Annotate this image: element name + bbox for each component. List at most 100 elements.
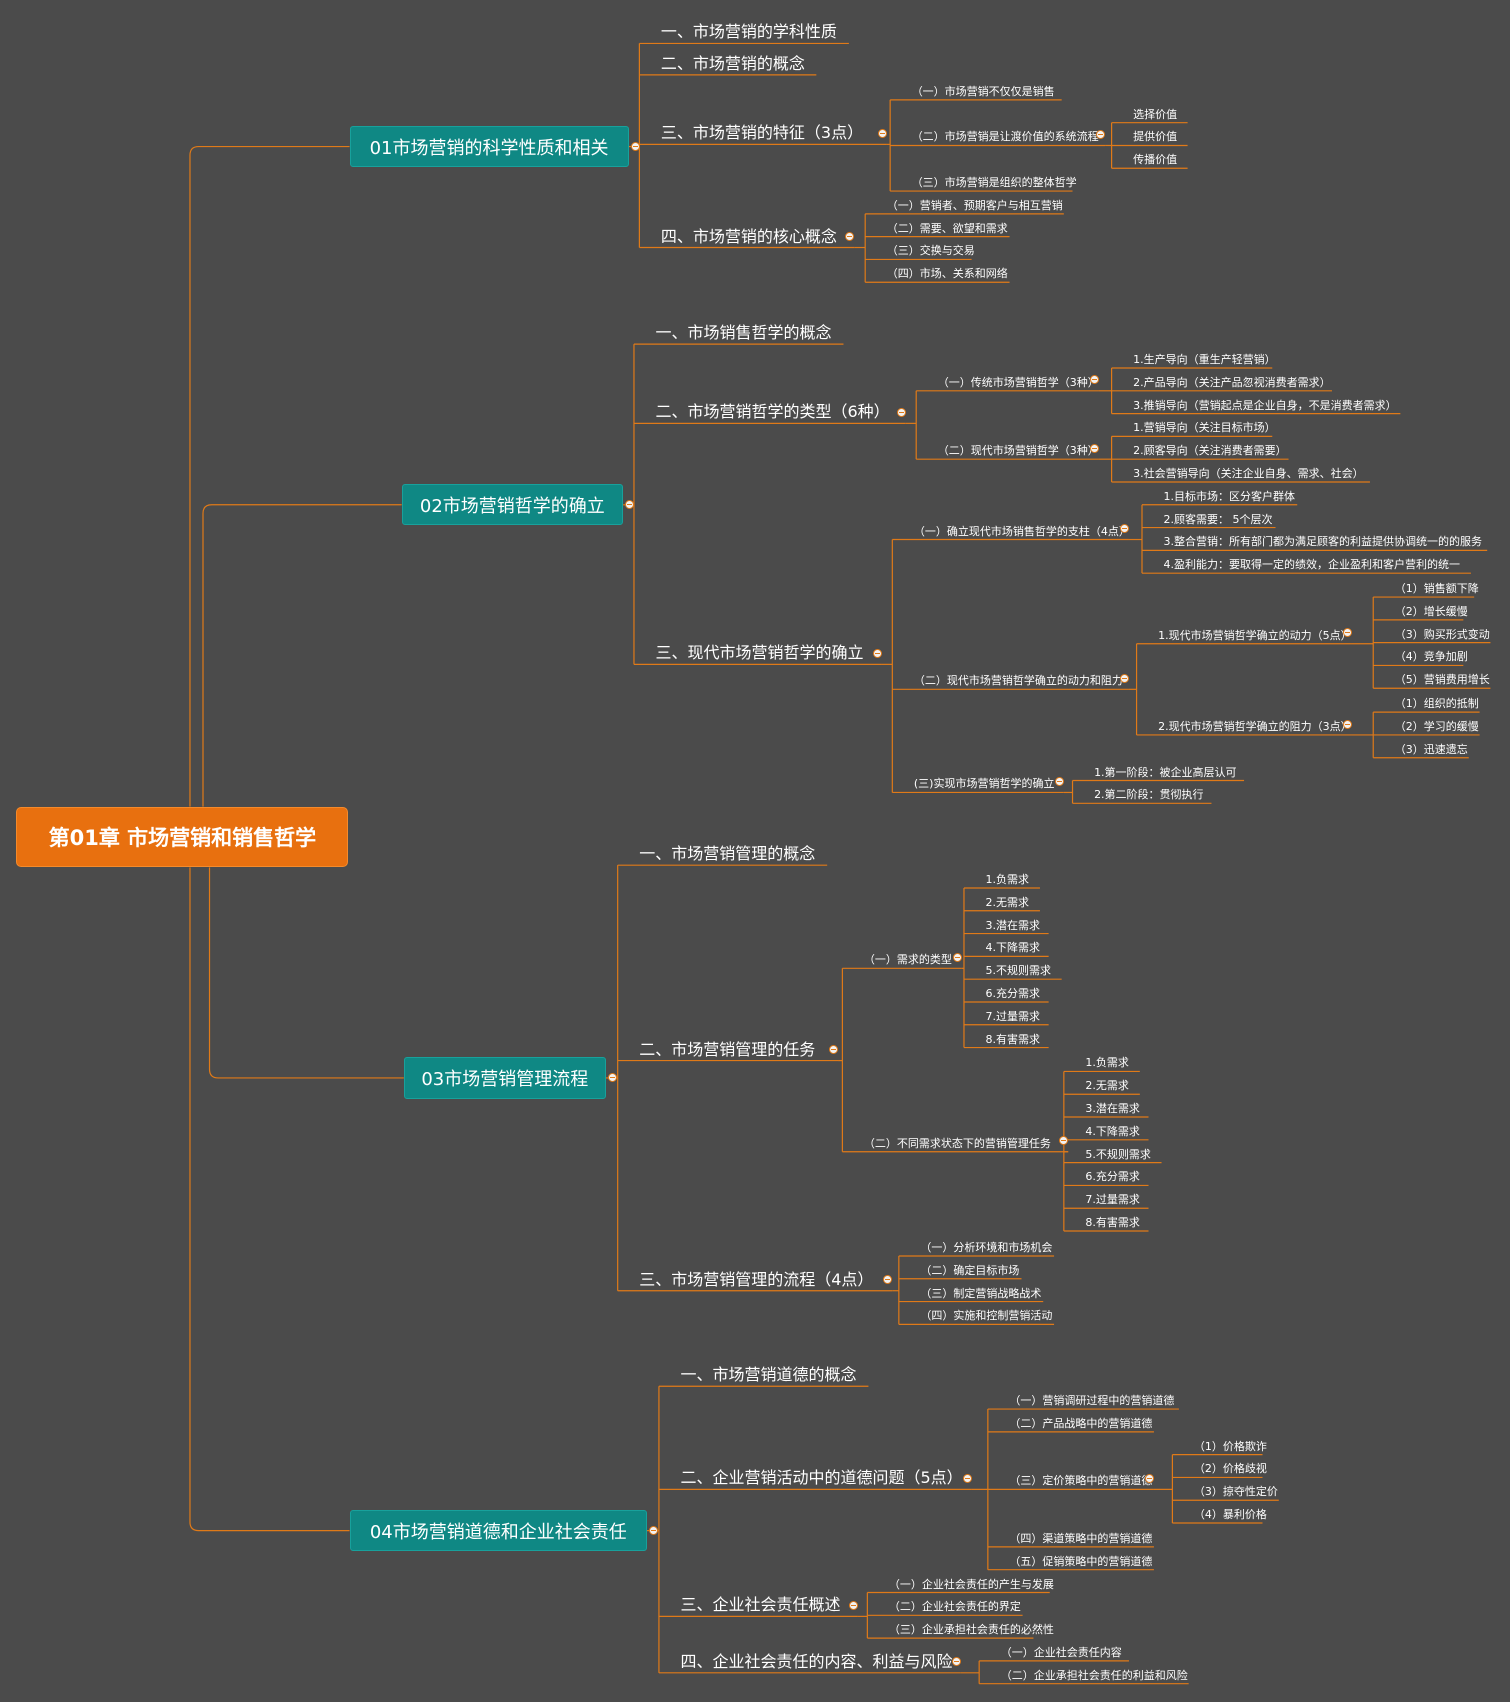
topic-level4[interactable]: 7.过量需求: [985, 1009, 1041, 1023]
topic-level4[interactable]: 5.不规则需求: [985, 964, 1052, 978]
topic-level3[interactable]: (三)实现市场营销哲学的确立: [913, 777, 1055, 791]
topic-level3-collapse-toggle[interactable]: [1096, 130, 1106, 140]
topic-level4[interactable]: 3.社会营销导向（关注企业自身、需求、社会）: [1133, 466, 1364, 480]
topic-level4[interactable]: （4）暴利价格: [1193, 1508, 1267, 1522]
topic-level2-collapse-toggle[interactable]: [872, 649, 882, 658]
topic-level2[interactable]: 二、市场营销的概念: [660, 53, 805, 73]
topic-level3[interactable]: （二）产品战略中的营销道德: [1009, 1416, 1153, 1430]
topic-level3[interactable]: （二）企业社会责任的界定: [888, 1600, 1021, 1614]
topic-level4[interactable]: 选择价值: [1133, 107, 1178, 121]
topic-level2-collapse-toggle[interactable]: [845, 232, 855, 242]
topic-level2-collapse-toggle[interactable]: [896, 408, 906, 417]
topic-level4[interactable]: （3）掠夺性定价: [1193, 1485, 1278, 1499]
topic-level4[interactable]: 2.顾客需要： 5个层次: [1163, 512, 1273, 526]
topic-level2[interactable]: 一、市场营销管理的概念: [639, 844, 816, 864]
topic-level4[interactable]: 2.产品导向（关注产品忽视消费者需求）: [1133, 375, 1331, 389]
topic-level4-collapse-toggle[interactable]: [1342, 719, 1352, 729]
topic-level2[interactable]: 三、市场营销的特征（3点）: [660, 123, 864, 143]
topic-level2[interactable]: 三、市场营销管理的流程（4点）: [639, 1269, 874, 1289]
topic-level3[interactable]: （二）市场营销是让渡价值的系统流程: [911, 130, 1099, 144]
topic-level4[interactable]: 6.充分需求: [1085, 1170, 1140, 1184]
topic-level3[interactable]: （二）不同需求状态下的营销管理任务: [863, 1136, 1051, 1150]
topic-level5[interactable]: （3）迅速遗忘: [1394, 742, 1468, 756]
topic-level2[interactable]: 四、市场营销的核心概念: [660, 226, 837, 246]
topic-level4[interactable]: 4.盈利能力：要取得一定的绩效，企业盈利和客户营利的统一: [1163, 558, 1461, 572]
topic-level2-collapse-toggle[interactable]: [848, 1601, 858, 1611]
topic-level2[interactable]: 二、市场营销哲学的类型（6种）: [655, 402, 890, 422]
topic-level3-collapse-toggle[interactable]: [1120, 524, 1130, 534]
topic-level3[interactable]: （二）企业承担社会责任的利益和风险: [1000, 1668, 1188, 1682]
topic-level4[interactable]: 6.充分需求: [985, 986, 1041, 1000]
topic-level3[interactable]: （二）确定目标市场: [920, 1263, 1020, 1277]
topic-level3-collapse-toggle[interactable]: [1145, 1474, 1155, 1484]
topic-level4[interactable]: 3.潜在需求: [1085, 1102, 1140, 1116]
topic-level4[interactable]: 7.过量需求: [1085, 1193, 1140, 1207]
main-topic-3[interactable]: 03市场营销管理流程: [403, 1057, 606, 1099]
topic-level3[interactable]: （一）企业社会责任的产生与发展: [888, 1577, 1054, 1591]
topic-level4[interactable]: （1）价格欺诈: [1193, 1439, 1267, 1453]
topic-level3-collapse-toggle[interactable]: [1120, 673, 1130, 683]
topic-level4[interactable]: 1.第一阶段：被企业高层认可: [1094, 765, 1237, 779]
main-topic-2-collapse-toggle[interactable]: [625, 500, 635, 510]
topic-level3[interactable]: （一）市场营销不仅仅是销售: [911, 84, 1055, 98]
topic-level4[interactable]: 2.顾客导向（关注消费者需要）: [1133, 444, 1287, 458]
topic-level3[interactable]: （四）渠道策略中的营销道德: [1009, 1531, 1153, 1545]
topic-level4[interactable]: 1.负需求: [1085, 1056, 1129, 1070]
topic-level2-collapse-toggle[interactable]: [829, 1045, 839, 1055]
topic-level2[interactable]: 四、企业社会责任的内容、利益与风险: [680, 1651, 953, 1671]
root-topic[interactable]: 第01章 市场营销和销售哲学: [16, 806, 349, 868]
topic-level4[interactable]: 2.无需求: [985, 895, 1030, 909]
topic-level4[interactable]: 8.有害需求: [985, 1032, 1041, 1046]
topic-level4[interactable]: 1.目标市场：区分客户群体: [1163, 489, 1296, 503]
topic-level3[interactable]: （一）企业社会责任内容: [1000, 1645, 1122, 1659]
topic-level4[interactable]: 3.推销导向（营销起点是企业自身，不是消费者需求）: [1133, 398, 1397, 412]
main-topic-2[interactable]: 02市场营销哲学的确立: [401, 484, 624, 526]
topic-level4[interactable]: 1.现代市场营销哲学确立的动力（5点）: [1158, 628, 1352, 642]
topic-level4[interactable]: 2.第二阶段：贯彻执行: [1094, 788, 1204, 802]
topic-level3[interactable]: （三）企业承担社会责任的必然性: [888, 1623, 1054, 1637]
topic-level3[interactable]: （一）需求的类型: [863, 953, 952, 967]
topic-level2[interactable]: 二、企业营销活动中的道德问题（5点）: [680, 1468, 963, 1488]
topic-level3[interactable]: （五）促销策略中的营销道德: [1009, 1554, 1153, 1568]
topic-level3[interactable]: （一）分析环境和市场机会: [920, 1240, 1053, 1254]
topic-level3[interactable]: （二）现代市场营销哲学确立的动力和阻力: [913, 674, 1123, 688]
main-topic-1[interactable]: 01市场营销的科学性质和相关: [349, 125, 629, 168]
topic-level3-collapse-toggle[interactable]: [1054, 777, 1064, 787]
main-topic-4[interactable]: 04市场营销道德和企业社会责任: [349, 1510, 647, 1552]
topic-level4[interactable]: 1.负需求: [985, 872, 1030, 886]
topic-level4[interactable]: 2.无需求: [1085, 1079, 1129, 1093]
topic-level2-collapse-toggle[interactable]: [962, 1474, 972, 1484]
topic-level4[interactable]: 3.整合营销：所有部门都为满足顾客的利益提供协调统一的的服务: [1163, 535, 1483, 549]
topic-level3-collapse-toggle[interactable]: [1059, 1136, 1069, 1146]
topic-level4[interactable]: 提供价值: [1133, 130, 1178, 144]
main-topic-1-collapse-toggle[interactable]: [630, 142, 640, 152]
topic-level2[interactable]: 一、市场营销的学科性质: [660, 22, 837, 42]
main-topic-3-collapse-toggle[interactable]: [607, 1073, 617, 1083]
topic-level2-collapse-toggle[interactable]: [878, 129, 888, 139]
topic-level3[interactable]: （四）实施和控制营销活动: [920, 1309, 1053, 1323]
topic-level2-collapse-toggle[interactable]: [951, 1657, 961, 1667]
topic-level2[interactable]: 三、现代市场营销哲学的确立: [655, 643, 864, 663]
topic-level5[interactable]: （1）销售额下降: [1394, 582, 1479, 596]
topic-level3[interactable]: （一）传统市场营销哲学（3种）: [937, 375, 1099, 389]
topic-level2[interactable]: 一、市场营销道德的概念: [680, 1365, 857, 1385]
topic-level4[interactable]: 3.潜在需求: [985, 918, 1041, 932]
topic-level5[interactable]: （3）购买形式变动: [1394, 627, 1490, 641]
topic-level4[interactable]: 2.现代市场营销哲学确立的阻力（3点）: [1158, 719, 1352, 733]
topic-level4[interactable]: 1.营销导向（关注目标市场）: [1133, 421, 1276, 435]
topic-level5[interactable]: （1）组织的抵制: [1394, 697, 1479, 711]
topic-level4[interactable]: 1.生产导向（重生产轻营销）: [1133, 353, 1276, 366]
topic-level3-collapse-toggle[interactable]: [1089, 375, 1099, 385]
topic-level4[interactable]: 8.有害需求: [1085, 1216, 1140, 1229]
topic-level5[interactable]: （5）营销费用增长: [1394, 673, 1490, 687]
topic-level3-collapse-toggle[interactable]: [1089, 443, 1099, 453]
topic-level5[interactable]: （2）增长缓慢: [1394, 604, 1468, 618]
topic-level3[interactable]: （一）营销调研过程中的营销道德: [1009, 1394, 1175, 1408]
topic-level3[interactable]: （一）确立现代市场销售哲学的支柱（4点）: [913, 524, 1130, 538]
topic-level3[interactable]: （三）市场营销是组织的整体哲学: [911, 176, 1077, 190]
topic-level4[interactable]: 4.下降需求: [1085, 1124, 1140, 1138]
topic-level2[interactable]: 一、市场销售哲学的概念: [655, 323, 832, 343]
topic-level4[interactable]: 4.下降需求: [985, 941, 1041, 955]
topic-level2-collapse-toggle[interactable]: [883, 1275, 893, 1285]
topic-level2[interactable]: 三、企业社会责任概述: [680, 1595, 841, 1615]
